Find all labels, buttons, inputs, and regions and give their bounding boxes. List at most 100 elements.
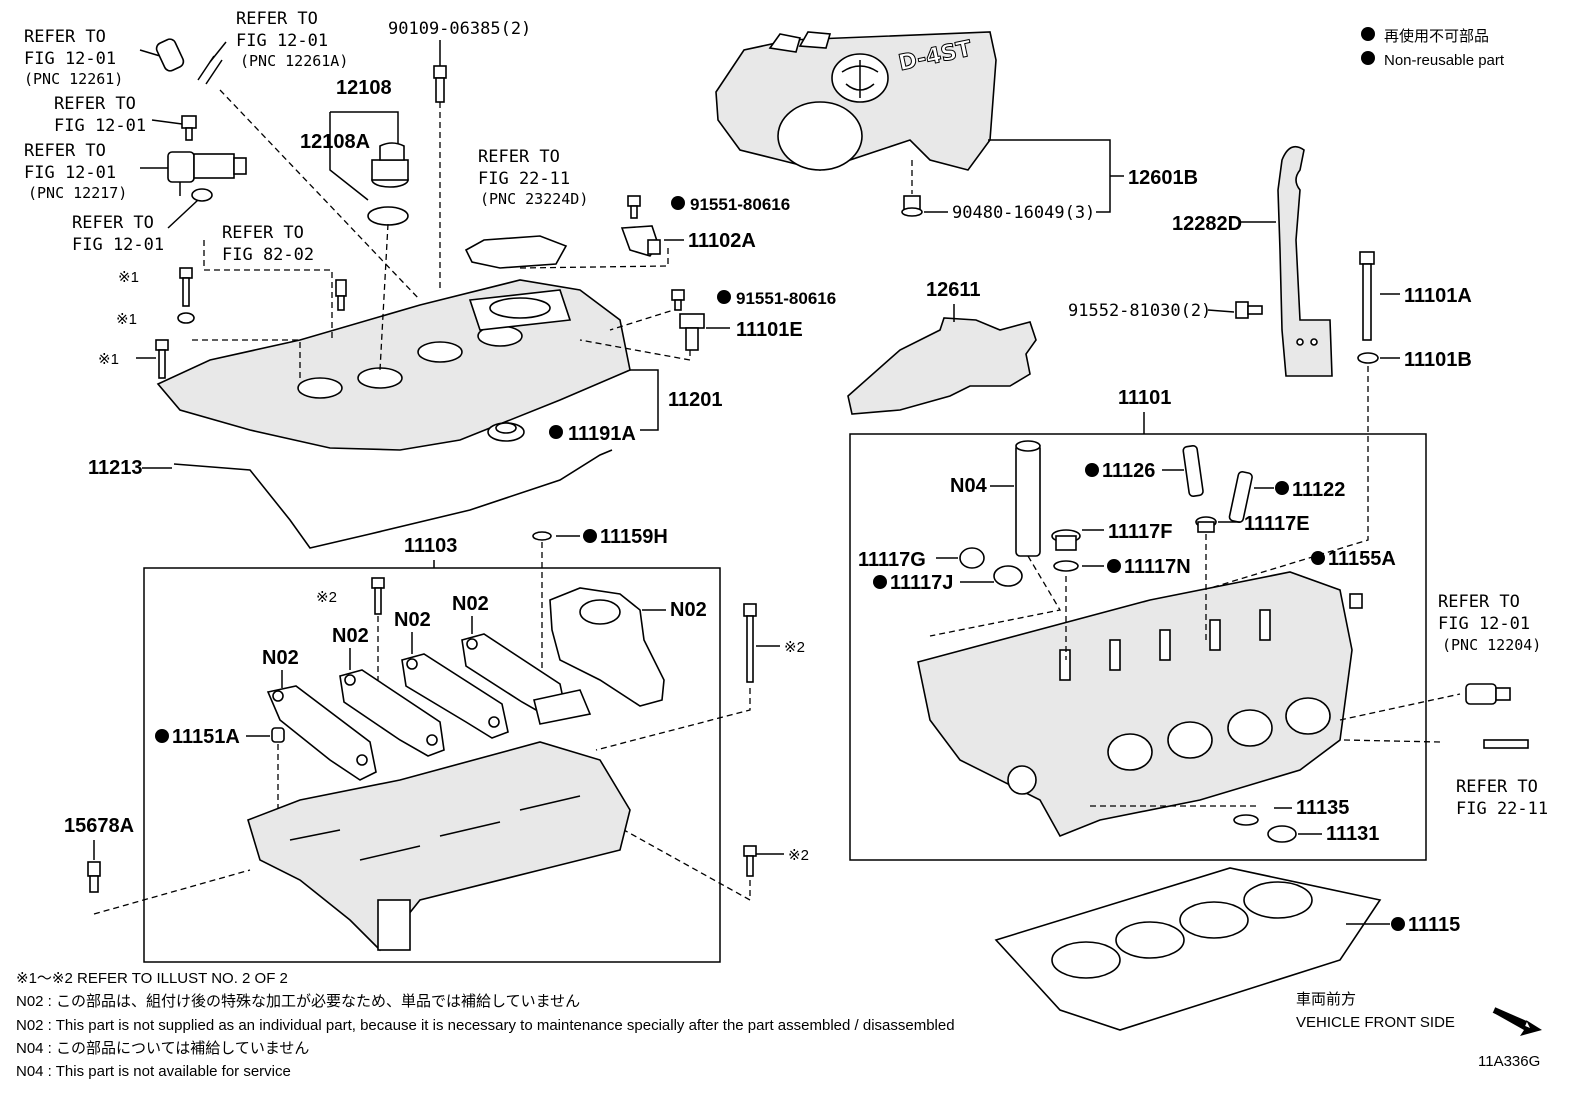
- part-91551-a: 91551-80616: [690, 195, 790, 214]
- cam-cap-N02: [339, 669, 445, 757]
- part-11117J: 11117J: [890, 572, 953, 594]
- cylinder-head: [917, 571, 1353, 838]
- part-90109: 90109-06385(2): [388, 19, 531, 39]
- part-11102A: 11102A: [688, 230, 756, 252]
- non-reusable-dot-icon: [671, 196, 685, 210]
- part-12611: 12611: [926, 279, 981, 301]
- part-91552: 91552-81030(2): [1068, 301, 1211, 321]
- non-reusable-dot-icon: [155, 729, 169, 743]
- mark-2: ※2: [316, 589, 337, 606]
- part-11122: 11122: [1292, 479, 1345, 501]
- svg-text:(PNC 23224D): (PNC 23224D): [480, 190, 588, 208]
- svg-text:REFER TO: REFER TO: [478, 147, 560, 167]
- mark-2: ※2: [784, 639, 805, 656]
- leader-12108: [329, 111, 399, 201]
- part-11191A: 11191A: [568, 423, 636, 445]
- gasket-11135-icon: [1233, 814, 1259, 826]
- svg-text:REFER TO: REFER TO: [54, 94, 136, 114]
- oil-filler-cap-icon: [371, 142, 409, 188]
- svg-text:FIG 22-11: FIG 22-11: [478, 169, 570, 189]
- ref-fig-82-02: REFER TO FIG 82-02: [222, 223, 314, 265]
- washer-icon: [1357, 352, 1379, 364]
- engine-hanger-12282D: [1277, 145, 1333, 377]
- part-11115: 11115: [1408, 914, 1460, 936]
- non-reusable-dot-icon: [1085, 463, 1099, 477]
- plug-11117E-icon: [1195, 516, 1217, 533]
- sensor-11102A-icon: [620, 225, 661, 257]
- front-en: VEHICLE FRONT SIDE: [1296, 1014, 1455, 1031]
- filler-gasket-icon: [367, 206, 409, 226]
- insulator-12611: [847, 317, 1037, 415]
- part-11117N: 11117N: [1124, 556, 1191, 578]
- bolt-icon: [179, 267, 193, 307]
- illustration-id: 11A336G: [1478, 1053, 1540, 1070]
- note-n02-jp: N02 : この部品は、組付け後の特殊な加工が必要なため、単品では補給していませ…: [16, 993, 580, 1010]
- part-15678A: 15678A: [64, 815, 134, 837]
- part-11151A: 11151A: [172, 726, 240, 748]
- ref-12217: REFER TO FIG 12-01 (PNC 12217): [24, 141, 127, 202]
- note-n02-en: N02 : This part is not supplied as an in…: [16, 1017, 955, 1034]
- svg-text:FIG 12-01: FIG 12-01: [24, 163, 116, 183]
- cam-cap-front-N02: [533, 587, 665, 725]
- non-reusable-dot-icon: [717, 290, 731, 304]
- svg-text:REFER TO: REFER TO: [236, 9, 318, 29]
- svg-text:REFER TO: REFER TO: [222, 223, 304, 243]
- stud-icon: [1483, 739, 1529, 749]
- non-reusable-dot-icon: [1275, 481, 1289, 495]
- gasket-11117N-icon: [1053, 560, 1079, 572]
- oil-seal-11191A-icon: [487, 422, 525, 442]
- vehicle-front: 車両前方 VEHICLE FRONT SIDE: [1296, 991, 1542, 1036]
- washer-icon: [177, 312, 195, 324]
- plug-15678A-icon: [87, 861, 101, 893]
- part-11159H: 11159H: [600, 526, 668, 548]
- ref-fig-12-01-bolt: REFER TO FIG 12-01: [54, 94, 146, 136]
- part-11155A: 11155A: [1328, 548, 1396, 570]
- part-11101B: 11101B: [1404, 349, 1472, 371]
- guide-N04-icon: [1015, 440, 1041, 557]
- part-N02: N02: [394, 609, 431, 631]
- plug-11117F-icon: [1051, 529, 1081, 551]
- svg-text:REFER TO: REFER TO: [1456, 777, 1538, 797]
- sensor-11101E-icon: [679, 313, 705, 351]
- part-N04: N04: [950, 475, 988, 497]
- ref-fig-22-11: REFER TO FIG 22-11: [1456, 777, 1548, 819]
- long-bolt-icon: [743, 603, 757, 683]
- part-11103: 11103: [404, 535, 457, 557]
- cam-cap-N02: [266, 685, 377, 781]
- part-12108: 12108: [336, 77, 392, 99]
- part-11101E: 11101E: [736, 319, 803, 341]
- camshaft-housing: [247, 741, 631, 952]
- part-11117G: 11117G: [858, 549, 926, 571]
- head-cover-gasket: [173, 449, 613, 549]
- non-reusable-dot-icon: [1107, 559, 1121, 573]
- non-reusable-dot-icon: [583, 529, 597, 543]
- svg-text:FIG 12-01: FIG 12-01: [236, 31, 328, 51]
- part-11101A: 11101A: [1404, 285, 1472, 307]
- ref-12261: REFER TO FIG 12-01 (PNC 12261): [24, 27, 123, 88]
- svg-text:FIG 22-11: FIG 22-11: [1456, 799, 1548, 819]
- valve-guide-icon: [1182, 444, 1204, 498]
- head-bolt-11101A: [1359, 251, 1375, 341]
- ref-12261A: REFER TO FIG 12-01 (PNC 12261A): [236, 9, 348, 70]
- bolt-icon: [627, 195, 641, 219]
- oil-control-valve-icon: [1465, 683, 1511, 705]
- gasket-23224D-icon: [464, 235, 568, 269]
- leader-11201: [630, 369, 659, 431]
- non-reusable-dot-icon: [1391, 917, 1405, 931]
- hose-icon: [139, 38, 185, 72]
- svg-text:(PNC 12204): (PNC 12204): [1442, 636, 1541, 654]
- engine-cover: D-4ST: [715, 31, 997, 171]
- svg-text:FIG 12-01: FIG 12-01: [24, 49, 116, 69]
- svg-text:(PNC 12261A): (PNC 12261A): [240, 52, 348, 70]
- svg-text:FIG 12-01: FIG 12-01: [1438, 614, 1530, 634]
- bolt-icon: [671, 289, 685, 311]
- bolt-icon: [743, 845, 757, 877]
- part-11135: 11135: [1296, 797, 1349, 819]
- part-91551-b: 91551-80616: [736, 289, 836, 308]
- part-N02: N02: [262, 647, 299, 669]
- note-ref-illust: ※1～※2 REFER TO ILLUST NO. 2 OF 2: [16, 970, 288, 987]
- legend: 再使用不可部品 Non-reusable part: [1361, 27, 1505, 69]
- footnotes: ※1～※2 REFER TO ILLUST NO. 2 OF 2 N02 : こ…: [16, 970, 955, 1080]
- stud-bolt-icon: [433, 40, 447, 103]
